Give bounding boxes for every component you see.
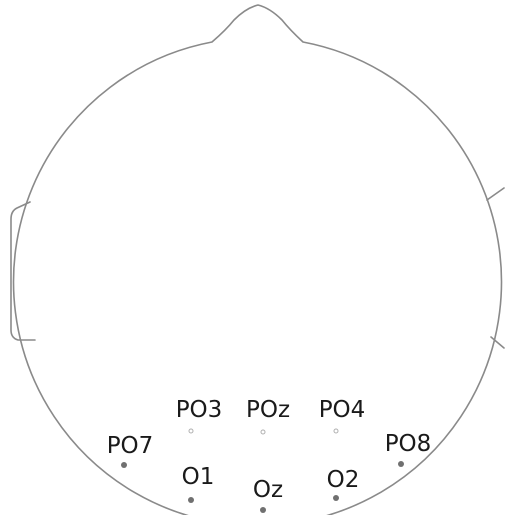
electrode-o2-marker (333, 495, 339, 501)
electrode-oz-marker (260, 507, 266, 513)
electrode-o2-label: O2 (327, 467, 360, 493)
electrode-po4-label: PO4 (319, 397, 366, 423)
electrode-po4-marker (334, 429, 338, 433)
electrode-po3-label: PO3 (176, 397, 223, 423)
electrode-oz-label: Oz (253, 477, 283, 503)
electrode-po8-label: PO8 (385, 431, 432, 457)
electrode-po8-marker (398, 461, 404, 467)
electrode-poz-label: POz (246, 397, 290, 423)
electrode-po7-marker (121, 462, 127, 468)
electrode-po7-label: PO7 (107, 433, 154, 459)
electrode-po3-marker (189, 429, 193, 433)
left-ear-outline (11, 202, 35, 340)
electrode-o1-marker (188, 497, 194, 503)
electrode-o1-label: O1 (182, 464, 215, 490)
electrode-poz-marker (261, 430, 265, 434)
